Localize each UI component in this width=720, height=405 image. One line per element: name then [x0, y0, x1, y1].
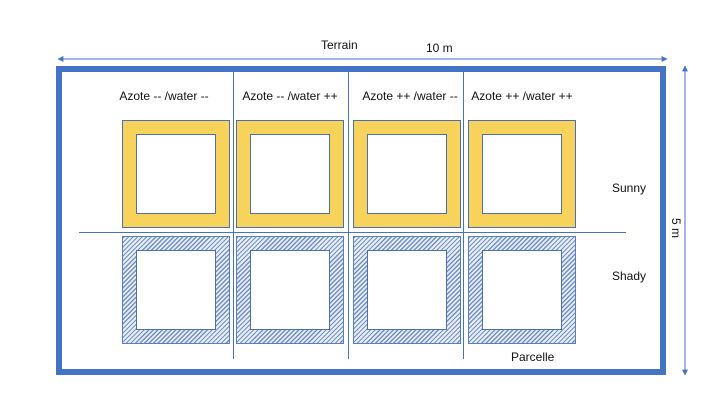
- row-label-shady: Shady: [612, 269, 647, 283]
- column-divider: [348, 72, 349, 359]
- sunny-plot: [122, 120, 230, 228]
- sunny-plot: [353, 120, 461, 228]
- plot-inner: [482, 134, 562, 214]
- plot-inner: [250, 250, 330, 330]
- terrain-label: Terrain: [321, 38, 358, 52]
- column-header: Azote -- /water ++: [242, 89, 338, 103]
- sunny-plot: [236, 120, 344, 228]
- column-header: Azote ++ /water ++: [471, 89, 573, 103]
- shady-plot: [468, 236, 576, 344]
- shady-plot: [236, 236, 344, 344]
- column-divider: [463, 72, 464, 359]
- column-header: Azote -- /water --: [119, 89, 209, 103]
- parcelle-label: Parcelle: [511, 350, 555, 364]
- sunny-plot: [468, 120, 576, 228]
- shady-plot: [122, 236, 230, 344]
- plot-inner: [136, 134, 216, 214]
- column-header: Azote ++ /water --: [362, 89, 458, 103]
- height-label: 5 m: [669, 218, 683, 239]
- width-label: 10 m: [426, 41, 453, 55]
- shady-plot: [353, 236, 461, 344]
- row-divider: [79, 232, 626, 233]
- plot-inner: [136, 250, 216, 330]
- plot-inner: [367, 134, 447, 214]
- column-divider: [233, 72, 234, 359]
- plot-inner: [482, 250, 562, 330]
- row-label-sunny: Sunny: [612, 181, 647, 195]
- plot-inner: [250, 134, 330, 214]
- plot-inner: [367, 250, 447, 330]
